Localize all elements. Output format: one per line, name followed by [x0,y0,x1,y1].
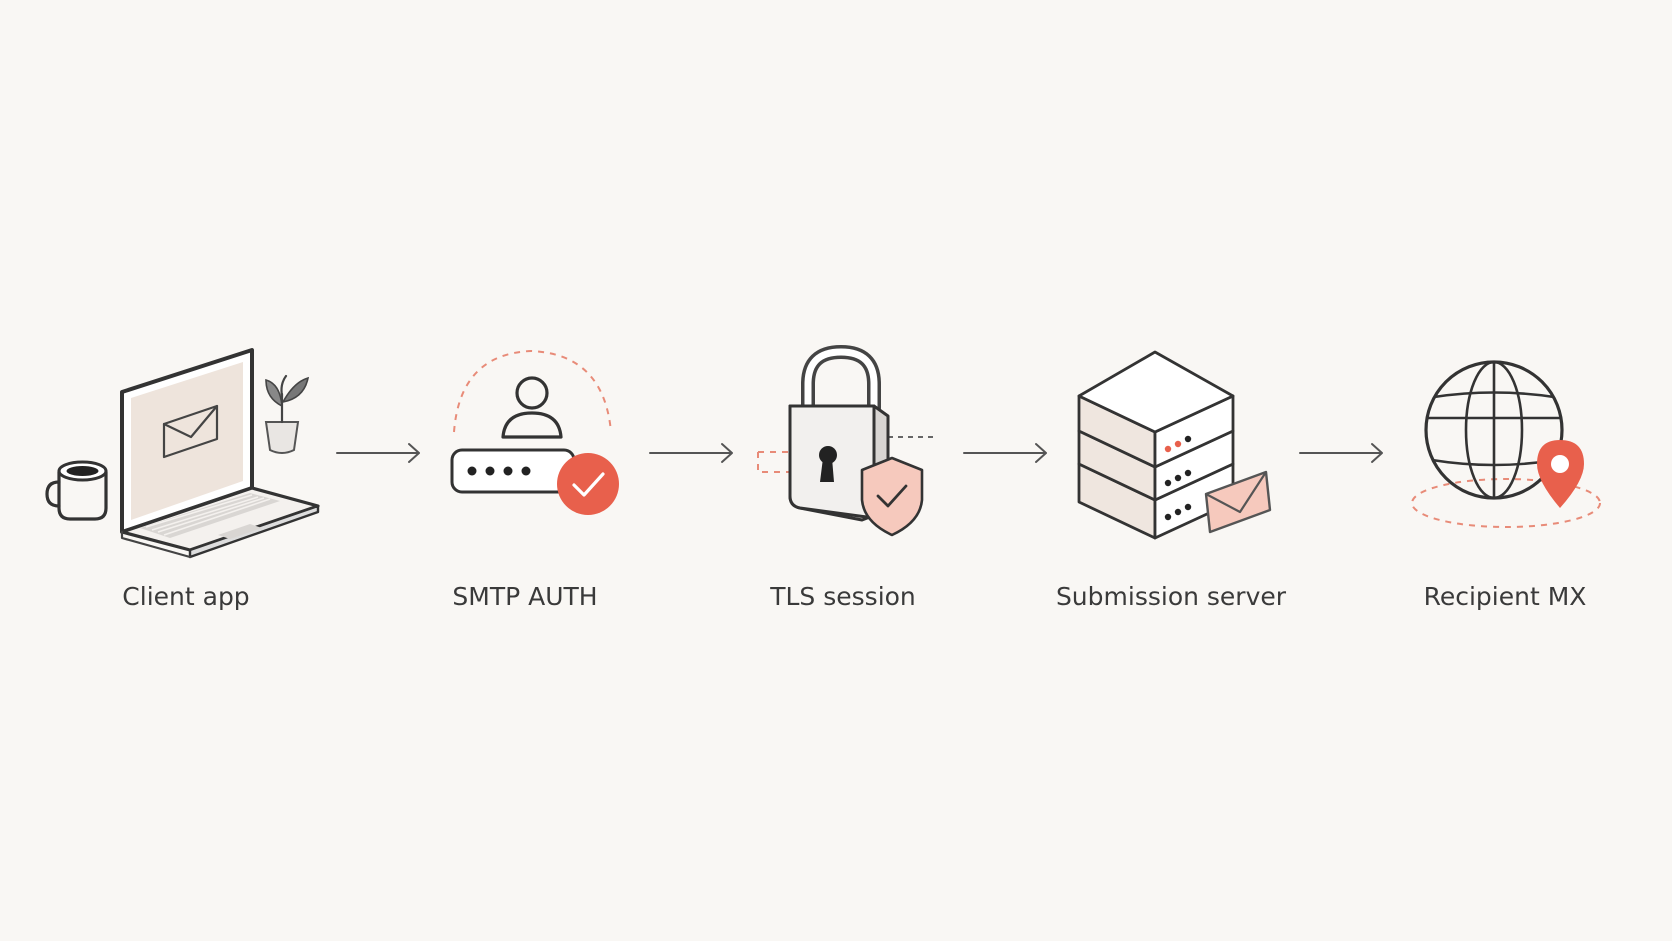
checkmark-badge-icon [557,453,619,515]
flow-arrow [963,443,1047,463]
server-stack-mail-icon [1077,350,1272,540]
shield-check-icon [860,456,924,537]
user-password-check-icon [450,349,619,515]
envelope-icon [1204,470,1272,534]
flow-arrow [1299,443,1383,463]
step-label-smtp-auth: SMTP AUTH [452,582,597,611]
flow-arrow [649,443,733,463]
envelope-icon [162,404,219,459]
step-label-client-app: Client app [122,582,249,611]
coffee-mug-icon [45,460,108,521]
user-icon [501,376,563,439]
laptop-mail-icon [45,348,320,559]
flow-arrow [336,443,420,463]
potted-plant-icon [264,374,310,454]
location-pin-icon [1537,440,1584,508]
keyhole-icon [819,446,837,482]
step-label-tls-session: TLS session [769,582,916,611]
globe-location-pin-icon [1411,360,1601,528]
password-field-icon [450,448,576,494]
step-label-submission-server: Submission server [1056,582,1287,611]
padlock-shield-icon [757,344,936,537]
step-label-recipient-mx: Recipient MX [1424,582,1587,611]
